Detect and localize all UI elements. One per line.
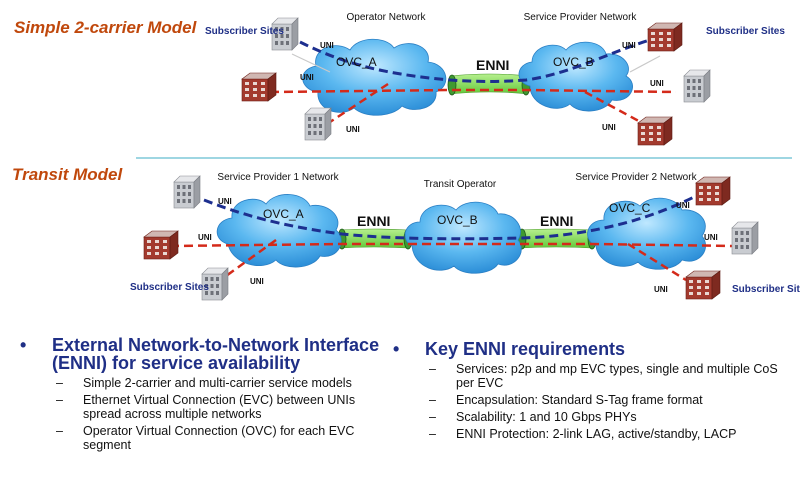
sp2-network-label: Service Provider 2 Network: [575, 172, 697, 183]
left-bullets: • External Network-to-Network Interface …: [20, 336, 380, 455]
left-heading-text: External Network-to-Network Interface (E…: [52, 335, 380, 373]
cloud-icon: [518, 41, 633, 112]
left-heading: • External Network-to-Network Interface …: [20, 336, 380, 372]
evc-path-transit-red-branch: [225, 238, 277, 278]
building-icon: [685, 270, 721, 300]
building-icon: [647, 22, 683, 52]
evc-path-top-red: [269, 88, 677, 94]
enni-label: ENNI: [476, 57, 509, 73]
building-icon: [143, 230, 179, 260]
sp1-network-label: Service Provider 1 Network: [217, 172, 339, 183]
uni-label: UNI: [320, 41, 334, 50]
list-item: –ENNI Protection: 2-link LAG, active/sta…: [429, 427, 737, 441]
subscriber-sites-label: Subscriber Sites: [732, 284, 800, 295]
uni-label: UNI: [250, 277, 264, 286]
uni-label: UNI: [602, 123, 616, 132]
right-heading: • Key ENNI requirements: [393, 340, 793, 358]
transit-model-title: Transit Model: [12, 165, 123, 184]
list-item: –Operator Virtual Connection (OVC) for e…: [56, 424, 355, 452]
uni-label: UNI: [676, 201, 690, 210]
bullet-icon: •: [393, 339, 400, 359]
list-item: –Services: p2p and mp EVC types, single …: [429, 362, 778, 390]
ovc-a-label: OVC_A: [336, 55, 377, 69]
subscriber-sites-label: Subscriber Sites: [706, 26, 785, 37]
building-icon: [173, 175, 201, 209]
uni-label: UNI: [622, 41, 636, 50]
left-sublist: –Simple 2-carrier and multi-carrier serv…: [20, 376, 380, 452]
building-icon: [241, 72, 277, 102]
right-bullets: • Key ENNI requirements –Services: p2p a…: [393, 340, 793, 444]
list-item: –Simple 2-carrier and multi-carrier serv…: [56, 376, 352, 390]
cloud-icon: [302, 38, 447, 116]
enni-connector-icon: [447, 74, 457, 96]
uni-label: UNI: [704, 233, 718, 242]
ovc-b-label: OVC_B: [553, 55, 594, 69]
uni-label: UNI: [300, 73, 314, 82]
operator-network-label: Operator Network: [347, 12, 427, 23]
building-icon: [683, 69, 711, 103]
list-item: –Ethernet Virtual Connection (EVC) betwe…: [56, 393, 356, 421]
ovc-b-label: OVC_B: [437, 213, 478, 227]
service-provider-network-label: Service Provider Network: [524, 12, 638, 23]
uni-label: UNI: [218, 197, 232, 206]
building-icon: [695, 176, 731, 206]
evc-path-transit-red: [169, 242, 735, 248]
cloud-icon: [587, 197, 707, 270]
building-icon: [731, 221, 759, 255]
right-heading-text: Key ENNI requirements: [425, 339, 626, 359]
ovc-a-label: OVC_A: [263, 207, 304, 221]
ovc-c-label: OVC_C: [609, 201, 651, 215]
enni-link-top: [447, 73, 531, 96]
building-icon: [304, 107, 332, 141]
subscriber-sites-label: Subscriber Sites: [205, 26, 284, 37]
right-sublist: –Services: p2p and mp EVC types, single …: [393, 362, 793, 441]
list-item: –Scalability: 1 and 10 Gbps PHYs: [429, 410, 637, 424]
list-item: –Encapsulation: Standard S-Tag frame for…: [429, 393, 703, 407]
enni-label: ENNI: [357, 213, 390, 229]
uni-label: UNI: [654, 285, 668, 294]
building-icon: [637, 116, 673, 146]
evc-path-top-red-branch: [329, 82, 389, 124]
cloud-icon: [216, 194, 342, 268]
evc-path-top-red-branch: [584, 90, 649, 128]
simple-model-title: Simple 2-carrier Model: [14, 18, 197, 37]
bullet-icon: •: [20, 335, 27, 355]
evc-path-top-blue: [299, 38, 651, 83]
uni-label: UNI: [346, 125, 360, 134]
cloud-icon: [404, 201, 522, 274]
transit-operator-label: Transit Operator: [424, 179, 497, 190]
uni-label: UNI: [198, 233, 212, 242]
uni-label: UNI: [650, 79, 664, 88]
evc-path-transit-blue: [203, 194, 697, 241]
evc-path-transit-red-branch: [627, 242, 687, 282]
enni-label: ENNI: [540, 213, 573, 229]
subscriber-sites-label: Subscriber Sites: [130, 282, 209, 293]
